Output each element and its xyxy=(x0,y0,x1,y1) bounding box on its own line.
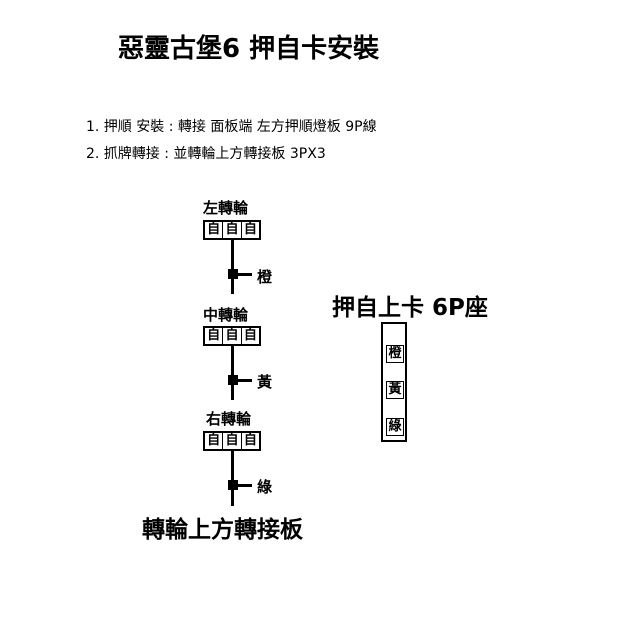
wire-branch xyxy=(238,484,252,487)
connector-pin-green: 綠 xyxy=(386,418,404,436)
connector-title: 押自上卡 6P座 xyxy=(332,295,488,321)
wire-knot xyxy=(228,375,238,385)
wheel-label-middle: 中轉輪 xyxy=(203,306,249,324)
wheel-label-left: 左轉輪 xyxy=(203,199,249,217)
connector-pin-orange: 橙 xyxy=(386,345,404,363)
wire-label-orange: 橙 xyxy=(257,268,273,286)
connector-6p: 橙 黃 綠 xyxy=(381,322,407,442)
wheel-cell: 自 xyxy=(205,433,224,449)
wheel-box-left: 自 自 自 xyxy=(203,220,261,240)
wire-line xyxy=(231,240,234,294)
note-1: 1. 押順 安裝 : 轉接 面板端 左方押順燈板 9P線 xyxy=(86,119,377,135)
wheel-cell: 自 xyxy=(243,328,257,343)
note-2: 2. 抓牌轉接 : 並轉輪上方轉接板 3PX3 xyxy=(86,146,326,162)
wire-line xyxy=(231,346,234,400)
wheel-cell: 自 xyxy=(223,433,242,449)
page-title: 惡靈古堡6 押自卡安裝 xyxy=(118,34,380,64)
wire-label-green: 綠 xyxy=(257,478,273,496)
wheel-cell: 自 xyxy=(223,328,242,344)
wheel-box-middle: 自 自 自 xyxy=(203,326,261,346)
wire-branch xyxy=(238,273,252,276)
connector-pin-yellow: 黃 xyxy=(386,381,404,399)
wire-label-yellow: 黃 xyxy=(257,373,273,391)
adapter-board-label: 轉輪上方轉接板 xyxy=(142,517,303,543)
wheel-label-right: 右轉輪 xyxy=(206,410,252,428)
wheel-cell: 自 xyxy=(223,222,242,238)
wire-knot xyxy=(228,480,238,490)
wheel-cell: 自 xyxy=(205,222,224,238)
wire-branch xyxy=(238,379,252,382)
wire-line xyxy=(231,451,234,506)
wire-knot xyxy=(228,269,238,279)
wheel-cell: 自 xyxy=(243,222,257,237)
wheel-cell: 自 xyxy=(243,433,257,448)
wheel-cell: 自 xyxy=(205,328,224,344)
wheel-box-right: 自 自 自 xyxy=(203,431,261,451)
